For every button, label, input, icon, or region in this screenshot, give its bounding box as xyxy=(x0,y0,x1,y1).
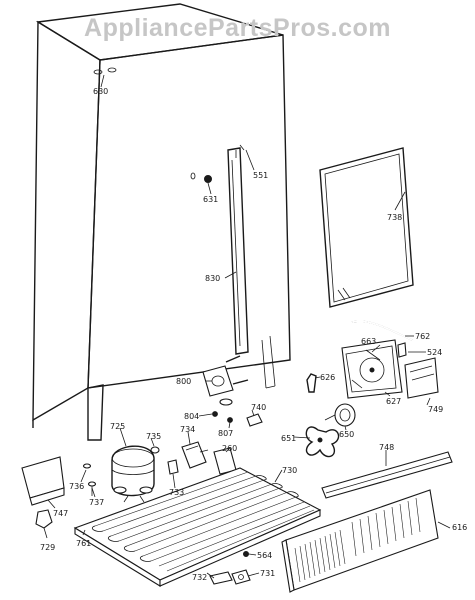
label-731: 731 xyxy=(260,569,275,578)
part-749 xyxy=(397,342,439,399)
fan-motor-650 xyxy=(324,403,356,427)
label-737: 737 xyxy=(89,498,104,507)
condenser-base-761 xyxy=(73,467,322,587)
label-761: 761 xyxy=(76,539,91,548)
label-616: 616 xyxy=(452,523,467,532)
label-747: 747 xyxy=(53,509,68,518)
roller-731 xyxy=(231,569,251,585)
part-740 xyxy=(246,413,263,427)
part-735 xyxy=(150,446,160,454)
label-650: 650 xyxy=(339,430,354,439)
label-651: 651 xyxy=(281,434,296,443)
label-733: 733 xyxy=(169,488,184,497)
label-729: 729 xyxy=(40,543,55,552)
fan-bracket-627 xyxy=(341,339,403,399)
bracket-747 xyxy=(21,456,65,506)
label-748: 748 xyxy=(379,443,394,452)
label-735: 735 xyxy=(146,432,161,441)
label-740: 740 xyxy=(251,403,266,412)
tube-762 xyxy=(351,320,413,341)
callout-labels: 630 551 631 738 830 762 663 524 800 626 … xyxy=(40,87,467,582)
mount-729 xyxy=(35,509,53,529)
label-734: 734 xyxy=(180,425,195,434)
label-830: 830 xyxy=(205,274,220,283)
part-626 xyxy=(306,373,317,393)
label-564: 564 xyxy=(257,551,272,560)
foot-732 xyxy=(209,571,233,585)
fan-blade-651 xyxy=(305,426,340,458)
clips-804-807 xyxy=(212,411,233,423)
label-260: 260 xyxy=(222,444,237,453)
label-738: 738 xyxy=(387,213,402,222)
label-800: 800 xyxy=(176,377,191,386)
rail-748 xyxy=(321,451,453,499)
label-663: 663 xyxy=(361,337,376,346)
label-551: 551 xyxy=(253,171,268,180)
label-725: 725 xyxy=(110,422,125,431)
part-733 xyxy=(167,459,179,475)
label-804: 804 xyxy=(184,412,199,421)
valve-800 xyxy=(202,355,249,406)
grommets-736-737 xyxy=(82,463,97,496)
relay-734 xyxy=(181,441,209,469)
screw-564 xyxy=(243,551,249,557)
label-631: 631 xyxy=(203,195,218,204)
leader-lines xyxy=(43,74,451,579)
label-807: 807 xyxy=(218,429,233,438)
label-524: 524 xyxy=(427,348,442,357)
label-736: 736 xyxy=(69,482,84,491)
label-630: 630 xyxy=(93,87,108,96)
label-626: 626 xyxy=(320,373,335,382)
grille-616 xyxy=(281,489,439,593)
compressor-725 xyxy=(111,445,155,503)
drain-trough-part xyxy=(227,144,249,355)
label-732: 732 xyxy=(192,573,207,582)
label-762: 762 xyxy=(415,332,430,341)
part-631 xyxy=(190,172,212,183)
gasket-frame-738 xyxy=(319,147,414,308)
refrigerator-cabinet xyxy=(32,3,291,441)
label-749: 749 xyxy=(428,405,443,414)
label-730: 730 xyxy=(282,466,297,475)
label-627: 627 xyxy=(386,397,401,406)
